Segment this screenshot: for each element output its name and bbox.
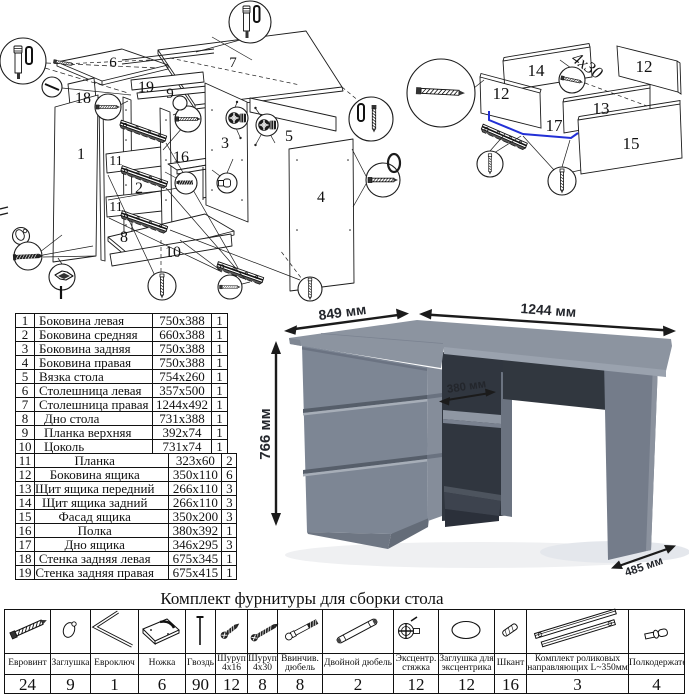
svg-text:13: 13 <box>593 99 610 118</box>
svg-text:16: 16 <box>173 149 189 166</box>
svg-text:5: 5 <box>285 128 293 145</box>
svg-text:11: 11 <box>109 200 122 215</box>
svg-text:10: 10 <box>165 244 181 261</box>
svg-text:7: 7 <box>229 55 237 71</box>
svg-text:15: 15 <box>623 134 640 153</box>
svg-text:4: 4 <box>317 189 325 206</box>
svg-text:12: 12 <box>636 57 653 76</box>
svg-text:11: 11 <box>109 154 122 169</box>
svg-text:12: 12 <box>493 84 510 103</box>
svg-text:6: 6 <box>109 55 117 71</box>
svg-text:8: 8 <box>120 229 128 246</box>
svg-text:1: 1 <box>77 146 85 163</box>
svg-text:9: 9 <box>166 86 174 102</box>
svg-text:17: 17 <box>546 116 564 135</box>
svg-text:18: 18 <box>75 90 91 107</box>
svg-text:14: 14 <box>528 61 546 80</box>
svg-text:380 мм: 380 мм <box>446 378 487 396</box>
svg-text:766 мм: 766 мм <box>257 408 274 459</box>
svg-text:19: 19 <box>138 79 154 96</box>
svg-text:3: 3 <box>221 135 229 152</box>
svg-text:2: 2 <box>135 180 143 197</box>
svg-text:849 мм: 849 мм <box>318 301 368 323</box>
svg-text:1244 мм: 1244 мм <box>520 300 577 320</box>
